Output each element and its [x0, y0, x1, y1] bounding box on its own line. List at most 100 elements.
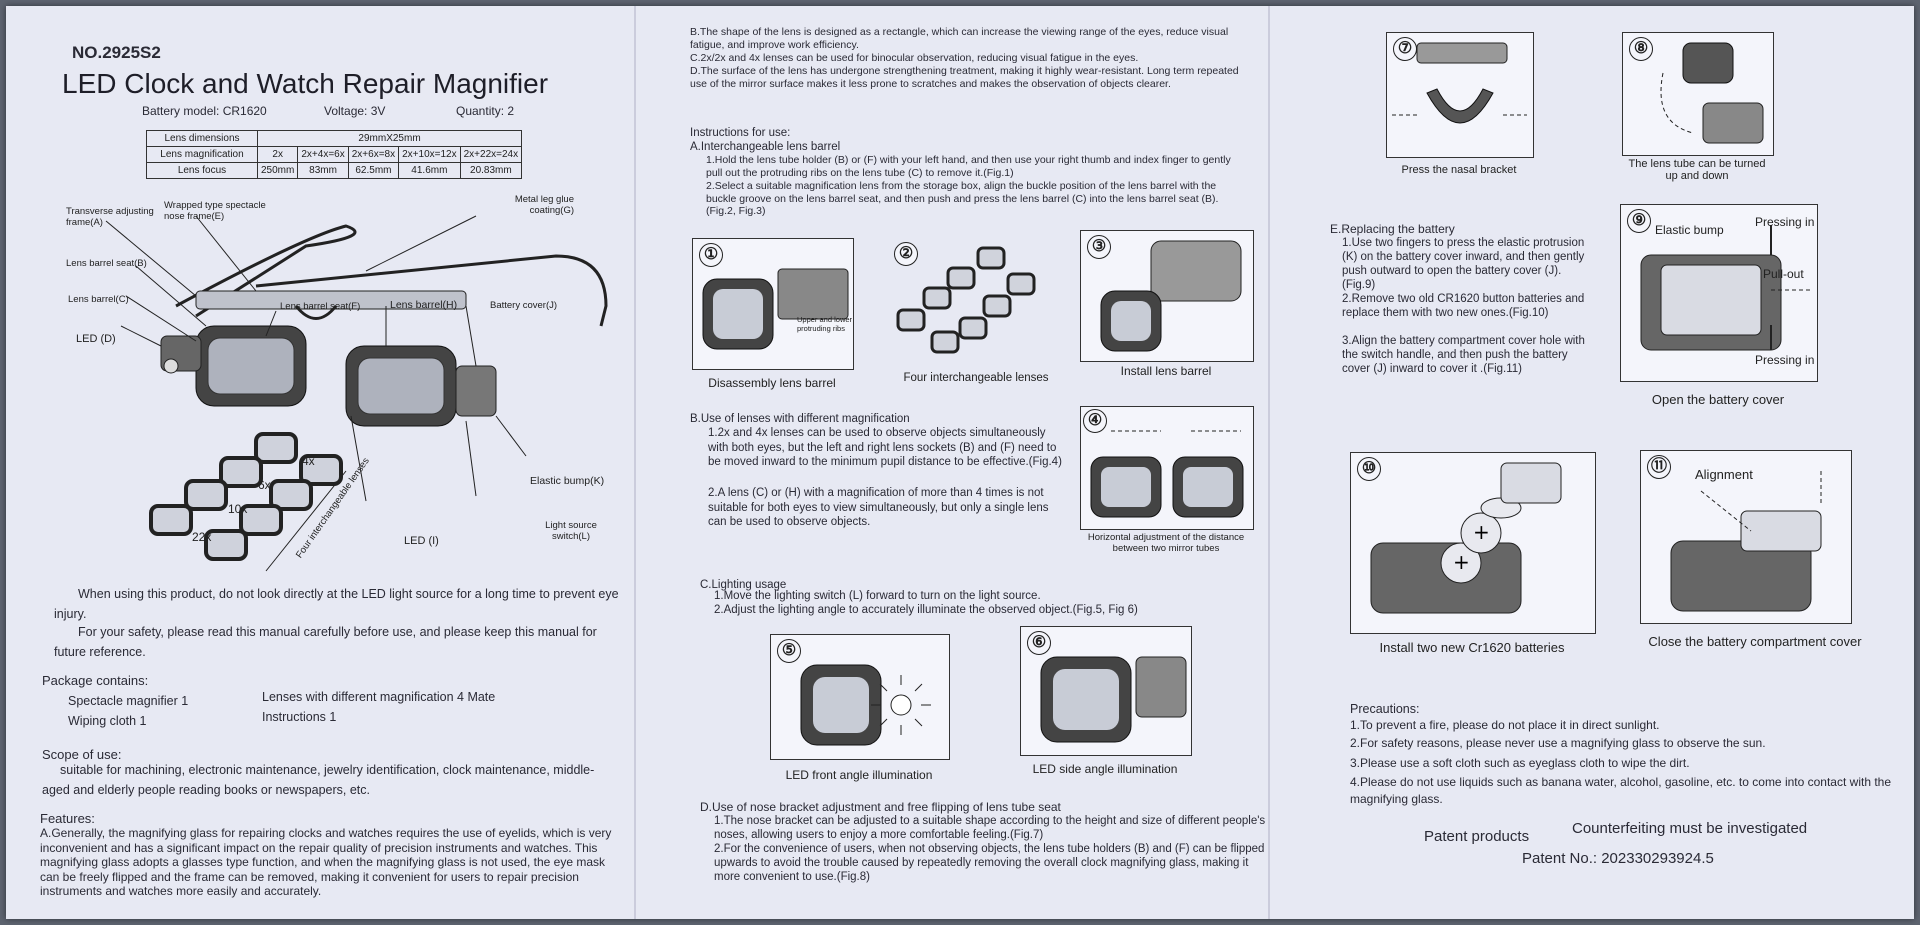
nose-frame: [294, 305, 338, 320]
step-d1: 1.The nose bracket can be adjusted to a …: [714, 815, 1266, 841]
step-a2: 2.Select a suitable magnification lens f…: [706, 180, 1219, 217]
lens-barrel: [1682, 42, 1734, 84]
figure-7: ⑦: [1386, 32, 1534, 158]
rotate-arrow: [1660, 72, 1694, 134]
figure-number: ⑥: [1027, 631, 1051, 655]
callout-line: [465, 305, 477, 367]
step-a1: 1.Hold the lens tube holder (B) or (F) w…: [706, 154, 1231, 179]
battery-cover: [1740, 510, 1822, 552]
figure-number: ⑦: [1393, 37, 1417, 61]
step-c2: 2.Adjust the lighting angle to accuratel…: [714, 604, 1138, 616]
section-b-title: B.Use of lenses with different magnifica…: [690, 413, 910, 425]
spare-lens: [958, 316, 988, 340]
fig1-caption: Disassembly lens barrel: [708, 376, 836, 390]
package-item: Lenses with different magnification 4 Ma…: [262, 690, 496, 704]
figure-number: ⑩: [1357, 457, 1381, 481]
section-a-title: A.Interchangeable lens barrel: [690, 141, 841, 153]
led-light: [163, 358, 179, 374]
fig9-caption: Open the battery cover: [1651, 392, 1785, 407]
spare-lens: [930, 330, 960, 354]
right-lens: [357, 357, 445, 415]
fold-line: [634, 6, 636, 919]
figure-1: ① Upper and lower protruding ribs: [692, 238, 854, 370]
label-wrapped: Wrapped type spectacle nose frame(E): [164, 200, 266, 222]
step-d2: 2.For the convenience of users, when not…: [714, 843, 1265, 883]
label-transverse: Transverse adjusting frame(A): [66, 206, 154, 228]
fig9-pull-label: Pull-out: [1763, 267, 1804, 281]
spare-lens: [219, 456, 263, 488]
nose-bracket: [1426, 88, 1494, 124]
callout-line: [105, 220, 197, 297]
callout-line: [465, 420, 477, 497]
lens-set: [149, 432, 347, 572]
callout-line: [135, 265, 207, 327]
fig8-caption: The lens tube can be turned up and down: [1628, 158, 1766, 182]
quantity: Quantity: 2: [456, 104, 515, 118]
fig3-caption: Install lens barrel: [1120, 364, 1212, 378]
step-e3: 3.Align the battery compartment cover ho…: [1342, 335, 1585, 375]
figure-6: ⑥: [1020, 626, 1192, 756]
precaution-item: 4.Please do not use liquids such as bana…: [1350, 775, 1892, 806]
fig2-drawing: [896, 246, 1036, 354]
spare-lens: [946, 266, 976, 290]
features-text: A.Generally, the magnifying glass for re…: [40, 826, 612, 898]
spec-cell: 41.6mm: [398, 162, 461, 179]
patent-products: Patent products: [1424, 828, 1530, 845]
light-rays: [871, 675, 931, 735]
precautions-title: Precautions:: [1350, 702, 1420, 716]
label-switch-l: Light source switch(L): [545, 520, 597, 542]
package-item: Spectacle magnifier 1: [68, 694, 189, 708]
figure-number: ①: [699, 243, 723, 267]
label-metal-leg: Metal leg glue coating(G): [514, 194, 574, 216]
battery-model: Battery model: CR1620: [142, 104, 267, 118]
fig3-drawing: [1100, 240, 1242, 352]
bracket-line: [265, 470, 347, 572]
barrel-seat: [777, 268, 849, 320]
spec-cell: 2x+4x=6x: [297, 146, 349, 163]
barrel-seat: [1150, 240, 1242, 302]
fig9-elastic-label: Elastic bump: [1655, 223, 1724, 237]
counterfeit-note: Counterfeiting must be investigated: [1572, 820, 1808, 837]
figure-number: ⑪: [1647, 455, 1671, 479]
spare-lens: [269, 479, 313, 511]
figure-4: ④: [1080, 406, 1254, 530]
callout-line: [195, 215, 257, 292]
instruction-sheet: NO.2925S2 LED Clock and Watch Repair Mag…: [6, 6, 1914, 919]
spec-table: Lens dimensions 29mmX25mm Lens magnifica…: [146, 130, 523, 179]
fig9-press-label: Pressing in: [1755, 353, 1815, 367]
patent-number: Patent No.: 202330293924.5: [1522, 850, 1714, 867]
spare-lens: [976, 246, 1006, 270]
label-6x: 6x: [258, 478, 271, 492]
fig10-drawing: + +: [1370, 462, 1562, 614]
spec-cell: 2x+22x=24x: [459, 146, 523, 163]
figure-5: ⑤: [770, 634, 950, 760]
feature-d: D.The surface of the lens has undergone …: [690, 65, 1239, 90]
voltage: Voltage: 3V: [324, 104, 386, 118]
figure-11: ⑪ Alignment: [1640, 450, 1852, 624]
page-title: LED Clock and Watch Repair Magnifier: [62, 68, 549, 99]
spec-cell: Lens dimensions: [146, 130, 258, 147]
figure-8: ⑧: [1622, 32, 1774, 156]
battery-cover: [1660, 264, 1762, 336]
plus-sign: +: [1453, 550, 1470, 574]
fig6-drawing: [1040, 656, 1187, 743]
callout-line: [125, 295, 197, 342]
step-b2: 2.A lens (C) or (H) with a magnification…: [708, 487, 1049, 528]
battery-compartment: [1370, 542, 1522, 614]
spare-lens: [299, 454, 343, 486]
label-barrel-c: Lens barrel(C): [68, 294, 129, 305]
fig2-caption: Four interchangeable lenses: [903, 372, 1049, 384]
spare-lens: [982, 294, 1012, 318]
figure-2: ②: [888, 238, 1058, 368]
label-10x: 10x: [228, 502, 248, 516]
fig11-align-label: Alignment: [1695, 467, 1753, 482]
fig7-drawing: [1392, 42, 1527, 124]
fig1-note: Upper and lower protruding ribs: [797, 315, 853, 333]
spec-cell: 29mmX25mm: [256, 130, 523, 147]
scope-text: suitable for machining, electronic maint…: [42, 763, 595, 797]
fig7-caption: Press the nasal bracket: [1401, 164, 1517, 176]
figure-number: ③: [1087, 235, 1111, 259]
warning-text: When using this product, do not look dir…: [54, 587, 619, 621]
label-elastic-k: Elastic bump(K): [530, 475, 605, 487]
lens: [1111, 301, 1151, 341]
